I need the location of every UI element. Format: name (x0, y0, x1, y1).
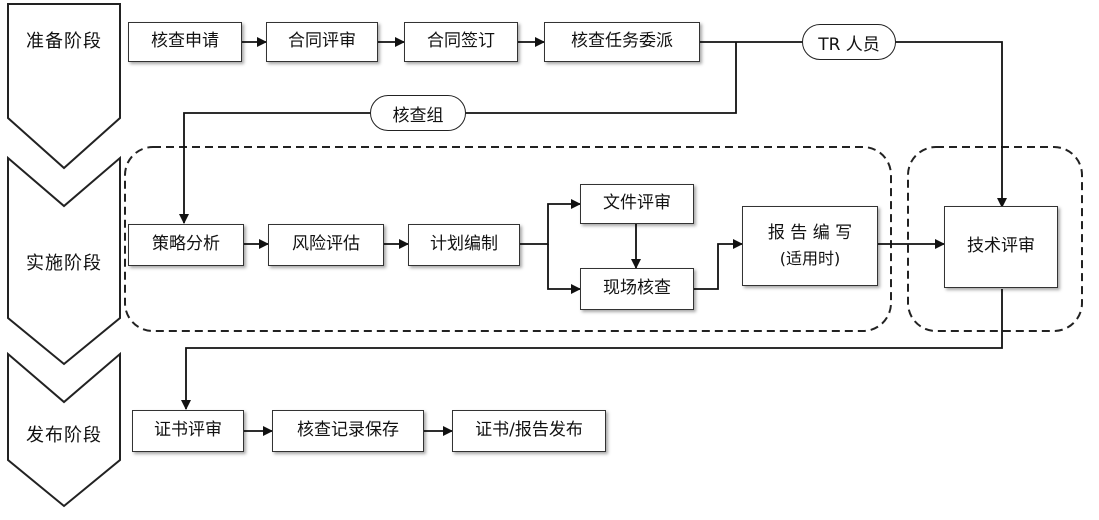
connector-plan-to-onsite (547, 244, 581, 294)
report-title: 报 告 编 写 (767, 223, 853, 244)
tech-group-border (907, 146, 1083, 332)
step-plan: 计划编制 (408, 224, 520, 266)
report-note: (适用时) (779, 248, 841, 268)
connector-plan-to-doc (520, 199, 581, 245)
step-publish: 证书/报告发布 (452, 410, 606, 452)
role-tr-pill: TR 人员 (802, 24, 896, 60)
step-doc-review: 文件评审 (580, 184, 694, 224)
chevron-prepare (7, 3, 121, 170)
step-contract-sign: 合同签订 (404, 22, 518, 62)
step-contract-review: 合同评审 (266, 22, 378, 62)
connector-onsite-to-report (694, 239, 743, 290)
step-tech-review: 技术评审 (944, 206, 1058, 288)
chevron-implement (7, 155, 121, 366)
step-cert-review: 证书评审 (132, 410, 244, 452)
step-risk: 风险评估 (268, 224, 384, 266)
step-report: 报 告 编 写 (适用时) (742, 206, 878, 286)
step-onsite: 现场核查 (580, 268, 694, 310)
step-record-save: 核查记录保存 (272, 410, 424, 452)
phase-label-prepare: 准备阶段 (26, 31, 102, 52)
role-group-pill: 核查组 (370, 95, 466, 131)
step-apply: 核查申请 (128, 22, 242, 62)
connector-tech-to-cert (181, 289, 1003, 410)
phase-label-implement: 实施阶段 (26, 253, 102, 274)
phase-label-publish: 发布阶段 (26, 425, 102, 446)
step-assign: 核查任务委派 (544, 22, 700, 62)
chevron-publish (7, 351, 121, 508)
step-strategy: 策略分析 (128, 224, 244, 266)
implement-group-border (124, 146, 892, 332)
connector-assign-to-tech (700, 41, 1007, 208)
